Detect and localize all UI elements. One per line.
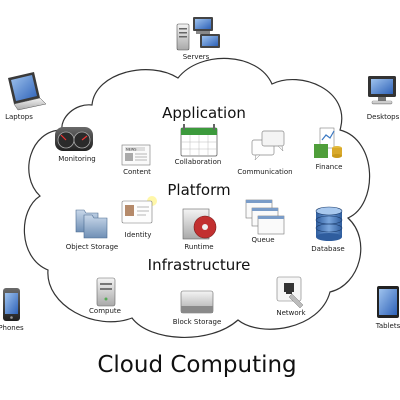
identity-card-icon xyxy=(121,196,157,224)
collaboration-calendar-icon xyxy=(180,124,218,157)
finance-icon xyxy=(314,127,342,158)
application-heading: Application xyxy=(162,104,246,122)
database-label: Database xyxy=(311,245,345,253)
queue-windows-icon xyxy=(245,199,285,235)
communication-label: Communication xyxy=(237,168,293,176)
servers-icon xyxy=(176,17,220,51)
queue-label: Queue xyxy=(251,236,275,244)
platform-heading: Platform xyxy=(167,181,231,199)
block-storage-icon xyxy=(180,290,214,314)
object-storage-folder-icon xyxy=(75,209,108,239)
block-storage-label: Block Storage xyxy=(172,318,222,326)
laptops-label: Laptops xyxy=(5,113,33,121)
monitoring-icon xyxy=(55,127,93,151)
runtime-icon xyxy=(182,208,217,240)
network-label: Network xyxy=(276,309,306,317)
phone-icon xyxy=(3,288,20,321)
database-icon xyxy=(315,206,343,241)
runtime-label: Runtime xyxy=(184,243,214,251)
desktop-icon xyxy=(368,76,396,105)
identity-label: Identity xyxy=(124,231,152,239)
compute-label: Compute xyxy=(89,307,121,315)
servers-label: Servers xyxy=(182,53,210,61)
tablets-label: Tablets xyxy=(375,322,400,330)
content-news-icon: NEWS xyxy=(121,144,151,166)
cloud-outline xyxy=(23,57,371,338)
compute-icon xyxy=(96,277,116,307)
tablet-icon xyxy=(377,286,399,318)
monitoring-label: Monitoring xyxy=(58,155,96,163)
collaboration-label: Collaboration xyxy=(174,158,222,166)
news-icon-text: NEWS xyxy=(126,148,137,152)
laptop-icon xyxy=(8,72,47,111)
infrastructure-heading: Infrastructure xyxy=(147,256,251,274)
object-storage-label: Object Storage xyxy=(65,243,119,251)
desktops-label: Desktops xyxy=(366,113,400,121)
phones-label: Phones xyxy=(0,324,24,332)
communication-bubbles-icon xyxy=(251,130,285,161)
diagram-title: Cloud Computing xyxy=(97,352,297,378)
network-port-icon xyxy=(276,276,304,309)
finance-label: Finance xyxy=(315,163,343,171)
content-label: Content xyxy=(123,168,151,176)
